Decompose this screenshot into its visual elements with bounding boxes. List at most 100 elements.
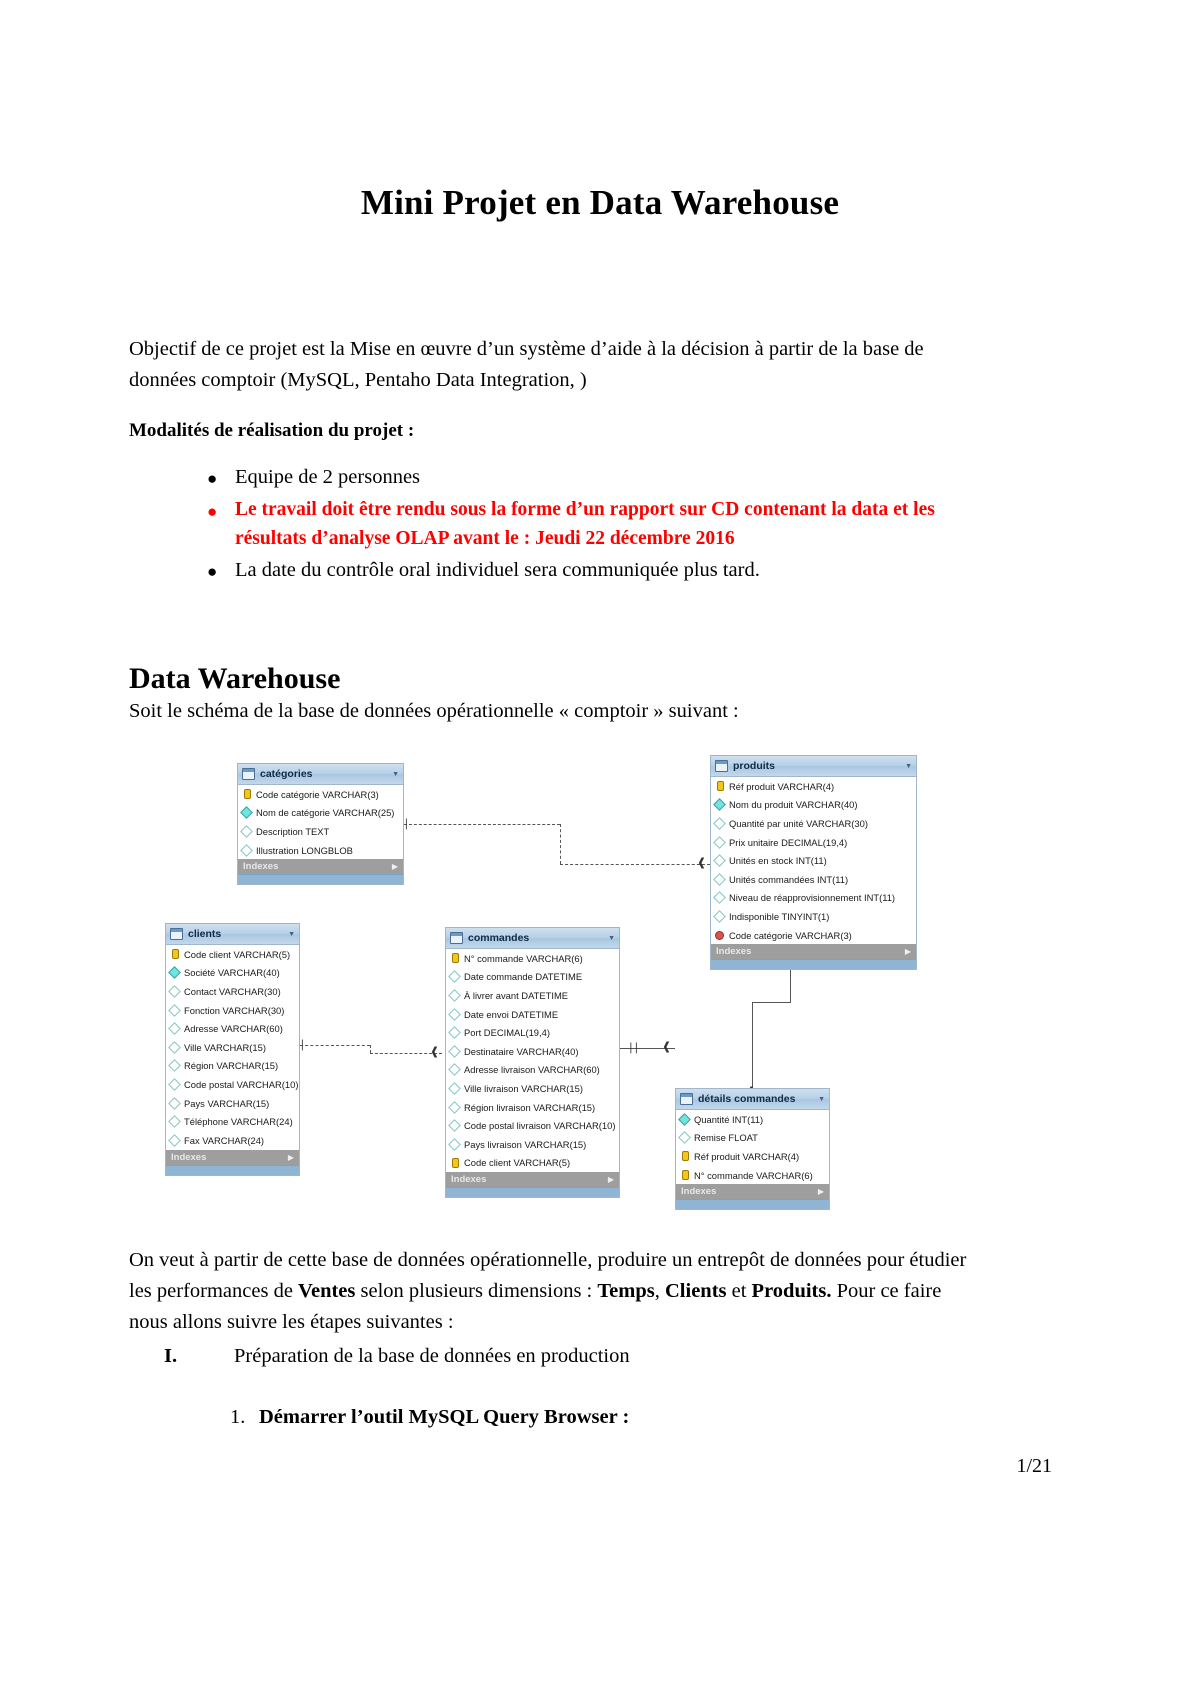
er-table-categories[interactable]: catégories ▼ Code catégorie VARCHAR(3) N… — [237, 763, 404, 886]
er-table-title: produits — [733, 760, 775, 772]
er-field-row: Destinataire VARCHAR(40) — [446, 1042, 619, 1061]
er-indexes-label: Indexes — [451, 1174, 487, 1186]
er-field-row: Réf produit VARCHAR(4) — [711, 777, 916, 796]
er-field-row: Code client VARCHAR(5) — [166, 945, 299, 964]
er-field-label: Ville livraison VARCHAR(15) — [464, 1082, 583, 1094]
er-indexes-bar[interactable]: Indexes ▶ — [676, 1184, 829, 1200]
er-field-row: Quantité INT(11) — [676, 1110, 829, 1129]
er-field-row: Code client VARCHAR(5) — [446, 1154, 619, 1173]
er-field-row: Région VARCHAR(15) — [166, 1057, 299, 1076]
chevron-right-icon[interactable]: ▶ — [287, 1152, 294, 1162]
primary-key-icon — [717, 781, 724, 792]
optional-field-icon — [240, 843, 253, 857]
optional-field-icon — [713, 817, 726, 830]
optional-field-icon — [448, 1100, 461, 1114]
closing-text-1: On veut à partir de cette base de donnée… — [129, 1249, 967, 1302]
er-field-row: Unités commandées INT(11) — [711, 870, 916, 889]
er-table-header[interactable]: produits ▼ — [711, 756, 916, 777]
er-field-row: Société VARCHAR(40) — [166, 964, 299, 983]
chevron-right-icon[interactable]: ▶ — [391, 862, 398, 872]
er-field-row: Port DECIMAL(19,4) — [446, 1023, 619, 1042]
chevron-down-icon[interactable]: ▼ — [392, 770, 399, 778]
er-field-row: Adresse VARCHAR(60) — [166, 1019, 299, 1038]
primary-key-icon — [452, 953, 459, 964]
chevron-down-icon[interactable]: ▼ — [818, 1095, 825, 1103]
er-field-label: Description TEXT — [256, 825, 330, 837]
er-field-row: Contact VARCHAR(30) — [166, 982, 299, 1001]
er-field-row: Région livraison VARCHAR(15) — [446, 1098, 619, 1117]
crow-foot-icon: ∣∣ — [628, 1041, 639, 1054]
er-table-header[interactable]: détails commandes ▼ — [676, 1089, 829, 1110]
er-field-row: Illustration LONGBLOB — [238, 841, 403, 860]
closing-bold-ventes: Ventes — [298, 1280, 356, 1302]
er-table-details-commandes[interactable]: détails commandes ▼ Quantité INT(11) Rem… — [675, 1088, 830, 1211]
list-item-label: Le travail doit être rendu sous la forme… — [235, 499, 935, 549]
page-title: Mini Projet en Data Warehouse — [360, 183, 840, 222]
er-field-row: Réf produit VARCHAR(4) — [676, 1147, 829, 1166]
chevron-down-icon[interactable]: ▼ — [288, 930, 295, 938]
er-field-label: Unités en stock INT(11) — [729, 855, 827, 867]
list-item: ● Equipe de 2 personnes — [129, 462, 989, 493]
er-table-footer-strip — [238, 874, 403, 885]
er-field-label: Unités commandées INT(11) — [729, 873, 849, 885]
optional-field-icon — [448, 1026, 461, 1040]
er-field-row: Adresse livraison VARCHAR(60) — [446, 1061, 619, 1080]
er-table-clients[interactable]: clients ▼ Code client VARCHAR(5) Société… — [165, 923, 300, 1176]
er-table-produits[interactable]: produits ▼ Réf produit VARCHAR(4) Nom du… — [710, 755, 917, 971]
er-diagram: ∣∣ ❰ ∣∣ ❰ ∣∣ ❰ ❰ catégories ▼ Code catég… — [0, 740, 1200, 1220]
er-table-commandes[interactable]: commandes ▼ N° commande VARCHAR(6) Date … — [445, 927, 620, 1199]
bullet-dot-icon: ● — [207, 502, 218, 521]
er-field-row: Unités en stock INT(11) — [711, 851, 916, 870]
list-item: ● La date du contrôle oral individuel se… — [129, 555, 989, 586]
optional-field-icon — [448, 989, 461, 1002]
relation-line-commandes-details — [620, 1048, 675, 1049]
relation-line-clients-commandes-vertical — [370, 1045, 371, 1053]
table-icon — [680, 1093, 693, 1105]
required-field-icon — [713, 798, 726, 812]
list-item: ● Le travail doit être rendu sous la for… — [129, 495, 989, 553]
er-field-label: Remise FLOAT — [694, 1132, 758, 1144]
er-table-title: détails commandes — [698, 1093, 796, 1105]
section-heading-data-warehouse: Data Warehouse — [129, 662, 341, 695]
er-table-title: catégories — [260, 768, 313, 780]
chevron-down-icon[interactable]: ▼ — [905, 762, 912, 770]
er-table-header[interactable]: catégories ▼ — [238, 764, 403, 785]
er-field-row: Code catégorie VARCHAR(3) — [711, 926, 916, 945]
foreign-key-icon — [715, 930, 724, 940]
er-field-label: Adresse VARCHAR(60) — [184, 1023, 283, 1035]
primary-key-icon — [172, 949, 179, 960]
er-field-label: Prix unitaire DECIMAL(19,4) — [729, 836, 848, 848]
list-item-label: Démarrer l’outil MySQL Query Browser : — [259, 1406, 630, 1428]
er-field-row: Fax VARCHAR(24) — [166, 1131, 299, 1150]
er-indexes-bar[interactable]: Indexes ▶ — [166, 1149, 299, 1165]
er-field-label: Région livraison VARCHAR(15) — [464, 1101, 596, 1113]
list-item-label: Préparation de la base de données en pro… — [234, 1345, 630, 1367]
er-indexes-bar[interactable]: Indexes ▶ — [238, 859, 403, 875]
table-icon — [715, 760, 728, 772]
chevron-right-icon[interactable]: ▶ — [607, 1175, 614, 1185]
er-indexes-label: Indexes — [681, 1186, 717, 1198]
er-field-row: Indisponible TINYINT(1) — [711, 907, 916, 926]
primary-key-icon — [244, 789, 251, 800]
er-field-label: Nom du produit VARCHAR(40) — [729, 799, 858, 811]
er-indexes-bar[interactable]: Indexes ▶ — [711, 944, 916, 960]
optional-field-icon — [168, 1003, 181, 1017]
er-field-label: Illustration LONGBLOB — [256, 844, 353, 856]
chevron-right-icon[interactable]: ▶ — [817, 1187, 824, 1197]
er-table-header[interactable]: commandes ▼ — [446, 928, 619, 949]
intro-paragraph: Objectif de ce projet est la Mise en œuv… — [129, 338, 924, 391]
er-field-row: Remise FLOAT — [676, 1129, 829, 1148]
list-item-label: La date du contrôle oral individuel sera… — [235, 559, 760, 581]
er-indexes-bar[interactable]: Indexes ▶ — [446, 1172, 619, 1188]
er-indexes-label: Indexes — [716, 946, 752, 958]
chevron-down-icon[interactable]: ▼ — [608, 934, 615, 942]
er-table-footer-strip — [446, 1187, 619, 1198]
er-field-row: Téléphone VARCHAR(24) — [166, 1112, 299, 1131]
er-field-label: Code client VARCHAR(5) — [464, 1157, 571, 1169]
er-table-header[interactable]: clients ▼ — [166, 924, 299, 945]
optional-field-icon — [168, 1096, 181, 1110]
er-field-row: Pays VARCHAR(15) — [166, 1094, 299, 1113]
er-field-label: Nom de catégorie VARCHAR(25) — [256, 807, 395, 819]
chevron-right-icon[interactable]: ▶ — [904, 947, 911, 957]
